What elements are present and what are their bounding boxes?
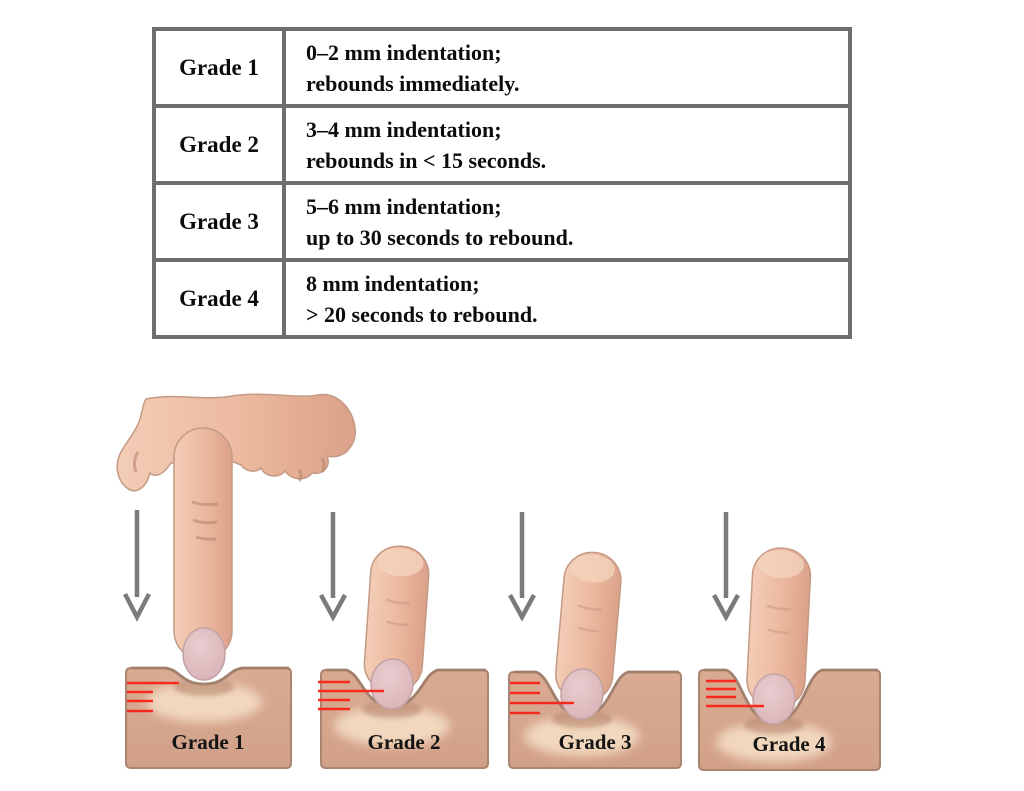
panel-grade-1: Grade 1 <box>116 393 356 769</box>
hand-pressing <box>116 393 356 681</box>
panel-label: Grade 2 <box>368 730 441 754</box>
description-line: 3–4 mm indentation; <box>306 116 502 142</box>
description-line: 0–2 mm indentation; <box>306 39 502 65</box>
finger-top-highlight <box>758 550 805 579</box>
description-line: rebounds in < 15 seconds. <box>306 147 547 173</box>
depth-marker-lines <box>318 680 384 711</box>
down-arrow-icon <box>712 512 740 622</box>
description-cell: 3–4 mm indentation; rebounds in < 15 sec… <box>286 108 848 181</box>
description-line: 8 mm indentation; <box>306 270 480 296</box>
skin-block-top-edge <box>131 666 289 686</box>
panel-label: Grade 1 <box>172 730 245 754</box>
panel-label: Grade 3 <box>559 730 632 754</box>
description-line: > 20 seconds to rebound. <box>306 301 538 327</box>
finger <box>554 551 622 720</box>
table-row: Grade 4 8 mm indentation; > 20 seconds t… <box>156 258 848 335</box>
table-row: Grade 3 5–6 mm indentation; up to 30 sec… <box>156 181 848 258</box>
grade-cell: Grade 2 <box>156 108 286 181</box>
fingernail <box>752 673 796 725</box>
table-row: Grade 1 0–2 mm indentation; rebounds imm… <box>156 31 848 104</box>
fingernail <box>182 627 226 681</box>
panel-grade-4: Grade 4 <box>698 512 881 771</box>
description-line: up to 30 seconds to rebound. <box>306 224 574 250</box>
down-arrow-icon <box>508 512 536 622</box>
finger-creases <box>132 451 326 541</box>
panel-label: Grade 4 <box>753 732 826 756</box>
fingernail <box>370 658 414 710</box>
down-arrow-icon <box>319 512 347 622</box>
panel-grade-2: Grade 2 <box>318 512 489 769</box>
index-finger <box>173 427 233 661</box>
table-row: Grade 2 3–4 mm indentation; rebounds in … <box>156 104 848 181</box>
description-cell: 5–6 mm indentation; up to 30 seconds to … <box>286 185 848 258</box>
description-cell: 0–2 mm indentation; rebounds immediately… <box>286 31 848 104</box>
grade-cell: Grade 1 <box>156 31 286 104</box>
finger-creases <box>385 598 410 627</box>
grade-cell: Grade 4 <box>156 262 286 335</box>
finger-creases <box>766 604 791 634</box>
down-arrow-icon <box>123 510 151 622</box>
description-line: rebounds immediately. <box>306 70 520 96</box>
indentation-shading <box>334 700 450 746</box>
description-line: 5–6 mm indentation; <box>306 193 502 219</box>
depth-marker-lines <box>510 681 574 715</box>
finger-top-highlight <box>571 554 615 583</box>
grade-cell: Grade 3 <box>156 185 286 258</box>
depth-marker-lines <box>706 679 764 708</box>
description-cell: 8 mm indentation; > 20 seconds to reboun… <box>286 262 848 335</box>
panel-grade-3: Grade 3 <box>508 512 682 769</box>
finger-creases <box>577 604 602 633</box>
edema-grading-table: Grade 1 0–2 mm indentation; rebounds imm… <box>152 27 852 339</box>
hand-silhouette <box>116 393 356 492</box>
indentation-shading <box>716 716 832 762</box>
depth-marker-lines <box>127 681 179 713</box>
finger-top-highlight <box>377 548 424 577</box>
fingernail <box>560 668 604 720</box>
finger <box>363 545 430 710</box>
finger <box>746 547 812 725</box>
